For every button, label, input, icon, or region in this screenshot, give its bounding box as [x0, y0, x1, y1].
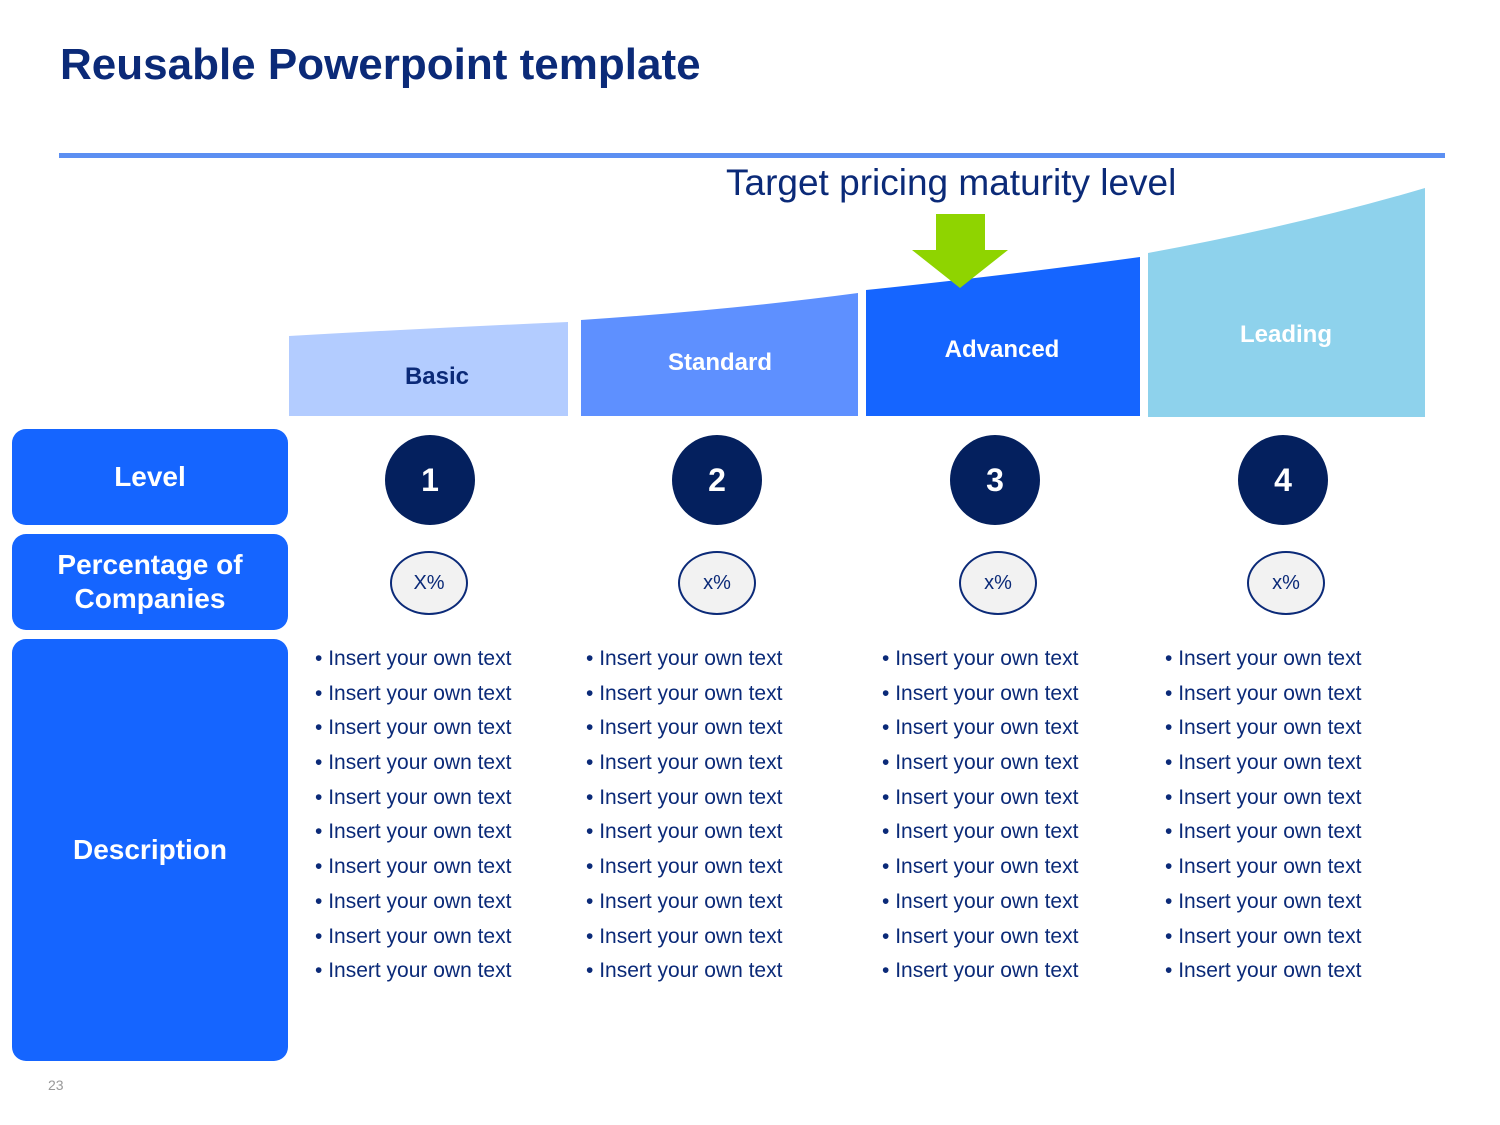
level-badge: 2: [672, 435, 762, 525]
description-item: Insert your own text: [1165, 920, 1361, 955]
percentage-badge: x%: [959, 551, 1037, 615]
percentage-badge: x%: [1247, 551, 1325, 615]
row-label-level: Level: [12, 429, 288, 525]
target-arrow-icon: [912, 214, 1008, 288]
description-item: Insert your own text: [315, 815, 511, 850]
description-item: Insert your own text: [315, 850, 511, 885]
description-item: Insert your own text: [1165, 677, 1361, 712]
row-label-description: Description: [12, 639, 288, 1061]
description-list-leading: Insert your own textInsert your own text…: [1165, 642, 1361, 989]
target-label: Target pricing maturity level: [726, 162, 1177, 203]
stage-shape-standard: [581, 293, 858, 416]
level-badge: 3: [950, 435, 1040, 525]
stage-label-basic: Basic: [405, 363, 469, 390]
description-item: Insert your own text: [882, 885, 1078, 920]
stage-shape-leading: [1148, 188, 1425, 417]
level-badge: 1: [385, 435, 475, 525]
description-item: Insert your own text: [586, 711, 782, 746]
percentage-badge: x%: [678, 551, 756, 615]
description-item: Insert your own text: [1165, 746, 1361, 781]
slide-title: Reusable Powerpoint template: [60, 40, 701, 89]
description-item: Insert your own text: [315, 677, 511, 712]
description-item: Insert your own text: [882, 642, 1078, 677]
stage-label-advanced: Advanced: [945, 336, 1060, 363]
level-badge: 4: [1238, 435, 1328, 525]
description-item: Insert your own text: [586, 781, 782, 816]
description-item: Insert your own text: [882, 920, 1078, 955]
description-item: Insert your own text: [586, 920, 782, 955]
description-list-advanced: Insert your own textInsert your own text…: [882, 642, 1078, 989]
description-item: Insert your own text: [882, 850, 1078, 885]
description-list-standard: Insert your own textInsert your own text…: [586, 642, 782, 989]
description-item: Insert your own text: [882, 711, 1078, 746]
description-item: Insert your own text: [315, 954, 511, 989]
stage-shape-basic: [289, 322, 568, 416]
description-item: Insert your own text: [1165, 642, 1361, 677]
description-item: Insert your own text: [315, 642, 511, 677]
title-divider: [59, 153, 1445, 158]
description-item: Insert your own text: [882, 746, 1078, 781]
description-item: Insert your own text: [1165, 781, 1361, 816]
page-number: 23: [48, 1077, 64, 1093]
description-item: Insert your own text: [586, 815, 782, 850]
percentage-badge: X%: [390, 551, 468, 615]
description-item: Insert your own text: [315, 711, 511, 746]
description-item: Insert your own text: [315, 746, 511, 781]
description-item: Insert your own text: [882, 677, 1078, 712]
description-item: Insert your own text: [586, 885, 782, 920]
description-item: Insert your own text: [586, 746, 782, 781]
description-item: Insert your own text: [882, 954, 1078, 989]
description-item: Insert your own text: [586, 850, 782, 885]
stage-shape-advanced: [866, 257, 1140, 416]
description-item: Insert your own text: [1165, 850, 1361, 885]
description-item: Insert your own text: [1165, 954, 1361, 989]
description-item: Insert your own text: [882, 815, 1078, 850]
description-item: Insert your own text: [315, 781, 511, 816]
description-list-basic: Insert your own textInsert your own text…: [315, 642, 511, 989]
description-item: Insert your own text: [1165, 711, 1361, 746]
description-item: Insert your own text: [1165, 885, 1361, 920]
description-item: Insert your own text: [586, 642, 782, 677]
description-item: Insert your own text: [315, 885, 511, 920]
description-item: Insert your own text: [882, 781, 1078, 816]
maturity-staircase: Basic Standard Advanced Leading: [289, 188, 1425, 417]
description-item: Insert your own text: [586, 954, 782, 989]
stage-label-leading: Leading: [1240, 321, 1332, 348]
description-item: Insert your own text: [586, 677, 782, 712]
row-label-percentage: Percentage of Companies: [12, 534, 288, 630]
description-item: Insert your own text: [315, 920, 511, 955]
description-item: Insert your own text: [1165, 815, 1361, 850]
stage-label-standard: Standard: [668, 349, 772, 376]
